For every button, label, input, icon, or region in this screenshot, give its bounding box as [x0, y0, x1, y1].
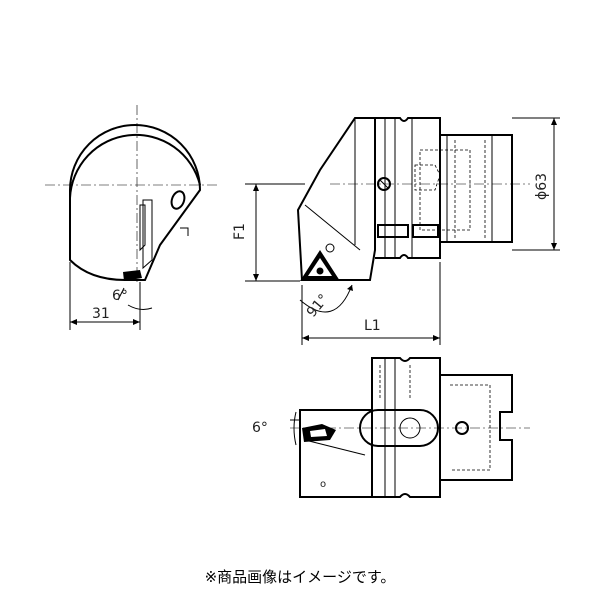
- side-view-angle-arc: [127, 304, 153, 310]
- side-view-clamp: [139, 204, 146, 252]
- front-view: F1 ϕ63 L1 91°: [232, 117, 560, 345]
- front-view-insert-inner: [308, 258, 332, 276]
- top-view-angle-arc: [293, 411, 297, 446]
- side-view: 6° 31: [45, 105, 220, 330]
- front-view-clamp-block-2: [412, 224, 439, 238]
- front-view-head-edge: [304, 204, 361, 251]
- front-view-clamp-block: [377, 224, 409, 238]
- front-view-head: [296, 117, 376, 281]
- front-view-angle-arc: [299, 284, 353, 313]
- front-view-insert-screw: [316, 267, 324, 275]
- top-view-angle-label: 6°: [252, 420, 268, 436]
- top-view-clamp-slot: [359, 409, 439, 447]
- side-view-offset-label: 31: [92, 306, 110, 322]
- top-view: o 6°: [252, 357, 530, 498]
- side-view-insert-pocket: [142, 199, 153, 270]
- side-view-dim-31-arrows: [70, 319, 140, 325]
- front-view-hidden-key: [414, 164, 441, 191]
- top-view-shank: [440, 374, 513, 481]
- top-view-hidden-2: [379, 365, 411, 400]
- side-view-angle-label: 6°: [112, 288, 128, 304]
- top-view-mark: o: [320, 479, 326, 490]
- top-view-insert-face: [310, 429, 327, 437]
- front-view-flange: [375, 117, 441, 259]
- side-view-body: [69, 133, 201, 199]
- front-view-l1-label: L1: [364, 318, 381, 334]
- front-view-angle-arrow: [347, 285, 353, 291]
- image-caption: ※商品画像はイメージです。: [204, 568, 396, 586]
- side-view-detail: [180, 227, 189, 236]
- side-view-head-outline: [69, 124, 202, 281]
- front-view-clamp-pin: [325, 243, 335, 253]
- top-view-hidden: [450, 384, 491, 471]
- side-view-insert: [123, 270, 142, 281]
- front-view-shank: [440, 134, 513, 243]
- top-view-flange: [371, 357, 441, 498]
- front-view-angle-label: 91°: [304, 291, 332, 320]
- front-view-f1-label: F1: [232, 223, 248, 240]
- front-view-dia-label: ϕ63: [534, 173, 550, 200]
- front-view-hidden-bore: [419, 149, 471, 231]
- side-view-angle-ray: [117, 287, 125, 301]
- front-view-hidden-lines: [454, 140, 486, 238]
- top-view-head-edge: [304, 439, 366, 456]
- side-view-hole: [170, 190, 186, 210]
